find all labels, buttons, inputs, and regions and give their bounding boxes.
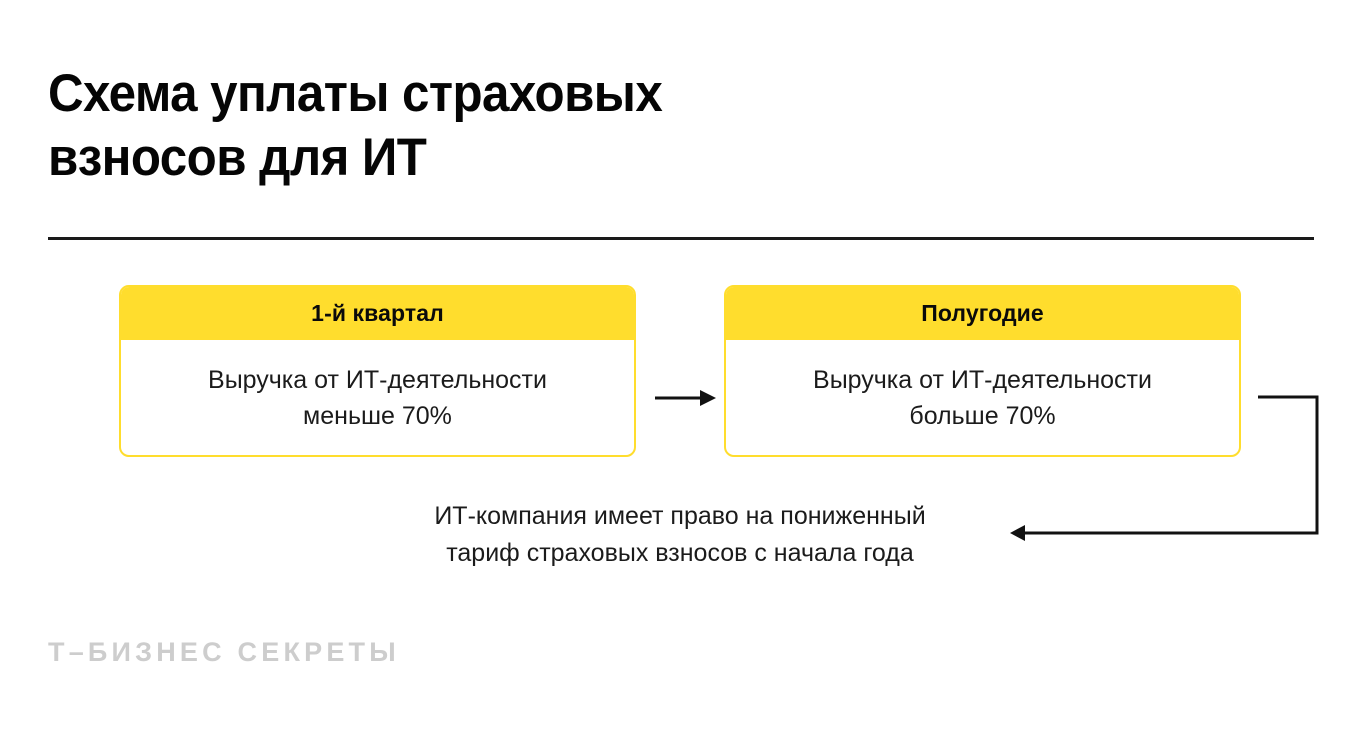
- flow-caption: ИТ-компания имеет право на пониженный та…: [434, 502, 926, 567]
- flow-box-halfyear-header: Полугодие: [726, 287, 1239, 340]
- flow-box-halfyear-body: Выручка от ИТ-деятельности больше 70%: [813, 365, 1152, 430]
- flow-box-quarter: 1-й квартал Выручка от ИТ-деятельности м…: [119, 285, 636, 457]
- arrow-right-icon: [655, 390, 716, 406]
- title-divider: [48, 237, 1314, 240]
- page-title: Схема уплаты страховых взносов для ИТ: [48, 64, 663, 187]
- flow-box-halfyear: Полугодие Выручка от ИТ-деятельности бол…: [724, 285, 1241, 457]
- footer-brand-logo: Т–БИЗНЕС СЕКРЕТЫ: [48, 637, 400, 667]
- flow-box-quarter-body: Выручка от ИТ-деятельности меньше 70%: [208, 365, 547, 430]
- flow-box-quarter-header: 1-й квартал: [121, 287, 634, 340]
